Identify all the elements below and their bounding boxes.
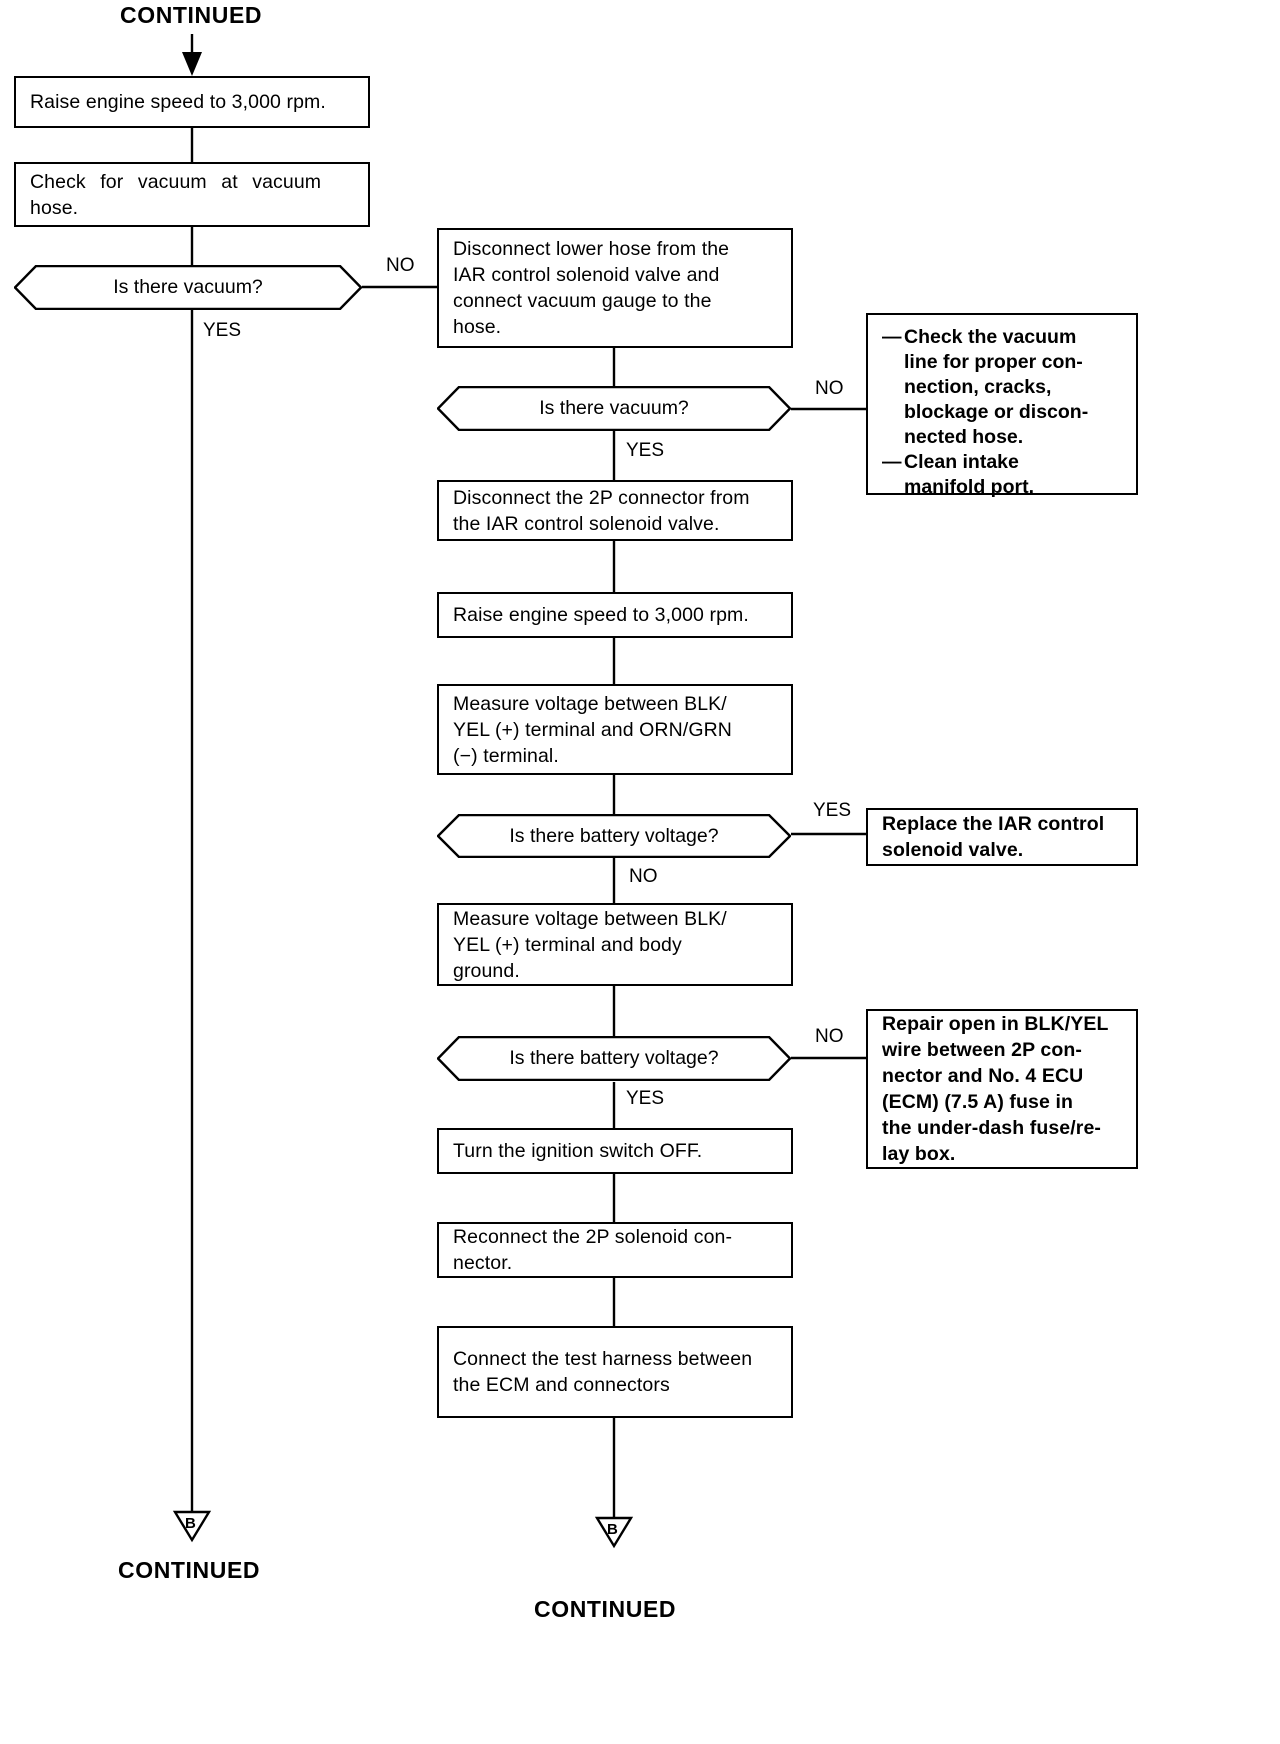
box-text: Repair open in BLK/YEL wire between 2P c…	[882, 1013, 1109, 1165]
decision-is-there-battery-voltage-2: Is there battery voltage?	[437, 1036, 791, 1081]
page-marker-right-letter: B	[607, 1521, 618, 1538]
box-disconnect-lower-hose: Disconnect lower hose from the IAR contr…	[437, 228, 793, 348]
edge-label-no-battery-1: NO	[629, 866, 658, 887]
decision-label: Is there vacuum?	[539, 397, 689, 419]
box-text: Raise engine speed to 3,000 rpm.	[30, 91, 326, 113]
box-turn-ignition-off: Turn the ignition switch OFF.	[437, 1128, 793, 1174]
box-text: Raise engine speed to 3,000 rpm.	[453, 604, 749, 626]
box-raise-engine-speed-1: Raise engine speed to 3,000 rpm.	[14, 76, 370, 128]
edge-label-yes-battery-1: YES	[813, 800, 852, 821]
page-marker-left-letter: B	[185, 1515, 196, 1532]
box-text: Replace the IAR control solenoid valve.	[882, 813, 1105, 861]
arrowhead-top	[182, 52, 202, 76]
hexagon-shape	[437, 1036, 791, 1081]
box-text: Disconnect the 2P connector from the IAR…	[453, 486, 750, 535]
outcome-replace-iar-valve: Replace the IAR control solenoid valve.	[866, 808, 1138, 866]
bullet-item: — Check the vacuum line for proper con- …	[882, 325, 1126, 450]
decision-label: Is there battery voltage?	[509, 824, 719, 847]
decision-is-there-battery-voltage-1: Is there battery voltage?	[437, 814, 791, 858]
bullet-text: Clean intake manifold port.	[904, 451, 1034, 498]
hexagon-shape	[437, 814, 791, 858]
box-text: Disconnect lower hose from the IAR contr…	[453, 238, 730, 338]
continued-top-label: CONTINUED	[120, 2, 263, 28]
box-raise-engine-speed-2: Raise engine speed to 3,000 rpm.	[437, 592, 793, 638]
box-text: Reconnect the 2P solenoid con- nector.	[453, 1226, 733, 1274]
dash-icon: —	[882, 451, 902, 473]
box-reconnect-2p-solenoid: Reconnect the 2P solenoid con- nector.	[437, 1222, 793, 1278]
box-check-vacuum-hose: Check for vacuum at vacuum hose.	[14, 162, 370, 227]
edge-label-no-vacuum-1: NO	[386, 255, 415, 276]
continued-bottom-right-label: CONTINUED	[534, 1596, 677, 1622]
bullet-item: — Clean intake manifold port.	[882, 450, 1126, 500]
continued-bottom-left-label: CONTINUED	[118, 1557, 261, 1583]
decision-is-there-vacuum-2: Is there vacuum?	[437, 386, 791, 431]
edge-label-yes-vacuum-2: YES	[626, 440, 665, 461]
box-text: Check for vacuum at vacuum hose.	[30, 170, 322, 219]
edge-label-no-vacuum-2: NO	[815, 378, 844, 399]
box-connect-test-harness: Connect the test harness between the ECM…	[437, 1326, 793, 1418]
box-disconnect-2p-connector: Disconnect the 2P connector from the IAR…	[437, 480, 793, 541]
box-measure-voltage-body-ground: Measure voltage between BLK/ YEL (+) ter…	[437, 903, 793, 986]
hexagon-shape	[437, 386, 791, 431]
decision-label: Is there battery voltage?	[509, 1047, 719, 1069]
decision-label: Is there vacuum?	[113, 276, 263, 298]
bullet-text: Check the vacuum line for proper con- ne…	[904, 326, 1089, 448]
hexagon-shape	[14, 265, 362, 310]
box-text: Turn the ignition switch OFF.	[453, 1140, 703, 1162]
box-text: Measure voltage between BLK/ YEL (+) ter…	[453, 907, 727, 982]
decision-is-there-vacuum-1: Is there vacuum?	[14, 265, 362, 310]
dash-icon: —	[882, 326, 902, 348]
edge-label-no-battery-2: NO	[815, 1026, 844, 1047]
edge-label-yes-battery-2: YES	[626, 1088, 665, 1109]
outcome-check-vacuum-line: — Check the vacuum line for proper con- …	[866, 313, 1138, 498]
outcome-repair-open-blk-yel: Repair open in BLK/YEL wire between 2P c…	[866, 1009, 1138, 1169]
edge-label-yes-vacuum-1: YES	[203, 320, 242, 341]
box-measure-voltage-orn-grn: Measure voltage between BLK/ YEL (+) ter…	[437, 684, 793, 775]
box-text: Connect the test harness between the ECM…	[453, 1348, 753, 1396]
box-text: Measure voltage between BLK/ YEL (+) ter…	[453, 692, 732, 767]
